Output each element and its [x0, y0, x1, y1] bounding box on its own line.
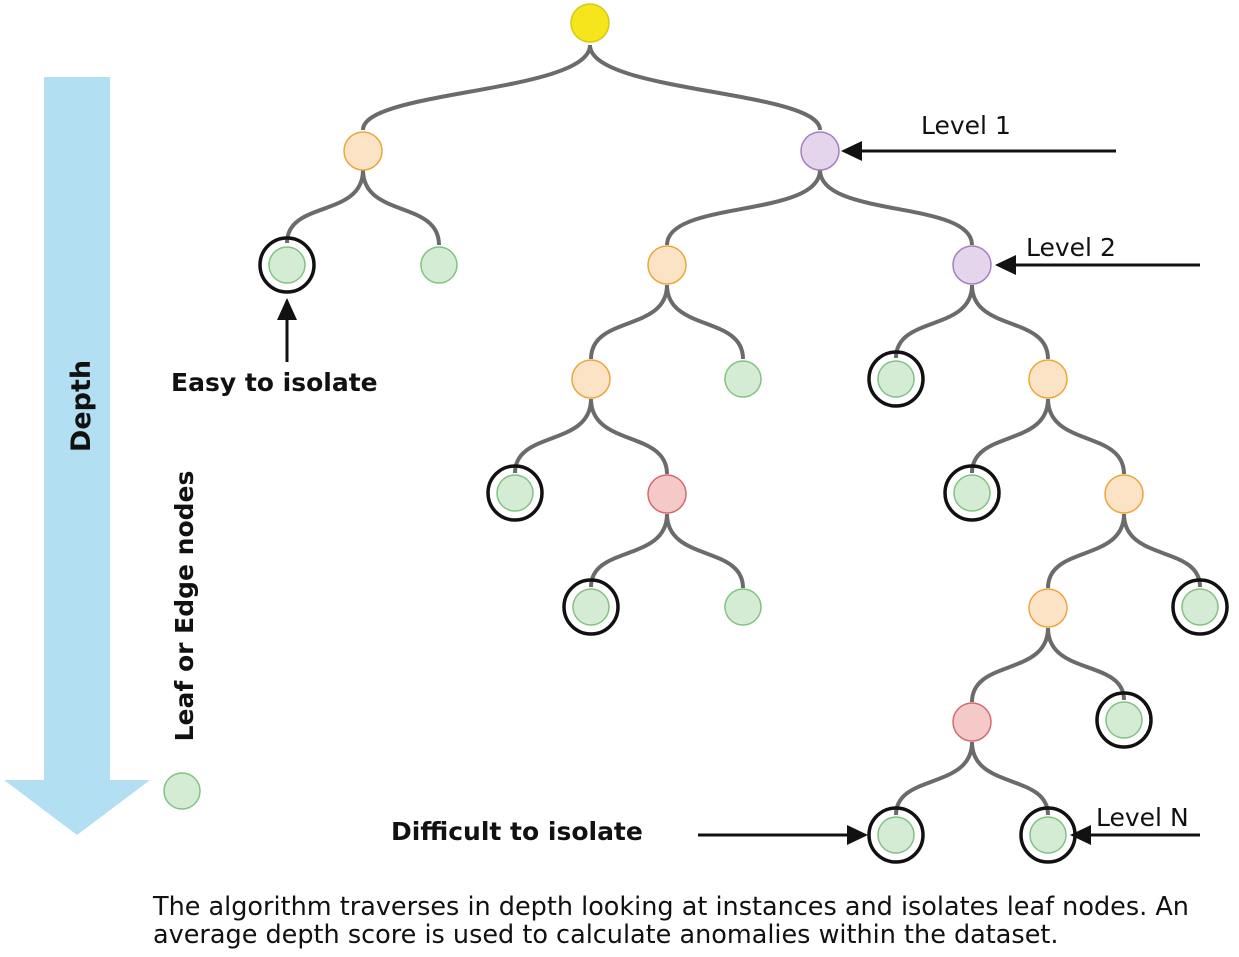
isolated-leaf-ring: [258, 236, 316, 294]
isolated-leaf-ring: [943, 464, 1001, 522]
leaf-node: [1029, 816, 1067, 854]
leaf-node: [268, 246, 306, 284]
level-2-annotation: Level 2: [995, 233, 1200, 275]
level-2-node: [952, 245, 992, 285]
tree-edge: [588, 44, 822, 131]
difficult-annotation: Difficult to isolate: [391, 817, 868, 846]
leaf-node: [572, 588, 610, 626]
arrowhead-icon: [847, 825, 868, 845]
leaf-node: [1105, 701, 1143, 739]
leaf-legend: Leaf or Edge nodes: [163, 471, 201, 810]
tree-edge: [589, 513, 669, 588]
tree-edge: [1046, 627, 1126, 701]
tree-edge: [970, 398, 1050, 474]
isolated-leaf-ring: [867, 806, 925, 864]
split-node: [647, 245, 687, 285]
tree-edge: [1046, 513, 1126, 589]
tree-edge: [665, 513, 745, 589]
level-2-label: Level 2: [1026, 233, 1116, 262]
leaf-legend-node-icon: [163, 772, 201, 810]
anomaly-split-node: [952, 702, 992, 742]
arrowhead-icon: [995, 255, 1016, 275]
easy-label: Easy to isolate: [171, 368, 378, 397]
tree-edge: [589, 284, 669, 360]
isolated-leaf-ring: [867, 350, 925, 408]
isolated-leaf-ring: [486, 464, 544, 522]
split-node: [1104, 474, 1144, 514]
tree-edge: [894, 284, 974, 359]
depth-label: Depth: [66, 360, 97, 452]
tree-edge: [285, 169, 365, 244]
leaf-node: [420, 246, 458, 284]
tree-edge: [589, 398, 669, 475]
split-node: [1028, 588, 1068, 628]
tree-edge: [361, 44, 592, 131]
tree-edge: [665, 169, 822, 246]
leaf-node: [1181, 588, 1219, 626]
arrowhead-icon: [277, 298, 297, 320]
leaf-node: [724, 588, 762, 626]
tree-edge: [665, 284, 745, 360]
tree-edge: [894, 741, 974, 816]
level-1-node: [800, 131, 840, 171]
level-n-annotation: Level N: [1070, 803, 1200, 845]
figure-caption: The algorithm traverses in depth looking…: [153, 892, 1189, 950]
tree-edges: [285, 44, 1202, 816]
leaf-legend-label: Leaf or Edge nodes: [170, 471, 199, 742]
split-node: [1028, 359, 1068, 399]
tree-nodes: [258, 3, 1229, 864]
tree-edge: [970, 741, 1050, 816]
leaf-node: [724, 360, 762, 398]
isolated-leaf-ring: [562, 578, 620, 636]
level-1-label: Level 1: [921, 111, 1011, 140]
split-node: [571, 359, 611, 399]
tree-edge: [1046, 398, 1126, 475]
split-node: [343, 131, 383, 171]
leaf-node: [877, 360, 915, 398]
leaf-node: [877, 816, 915, 854]
level-n-label: Level N: [1096, 803, 1189, 832]
easy-annotation: Easy to isolate: [171, 298, 378, 397]
depth-arrow: Depth: [4, 77, 150, 835]
arrowhead-icon: [1070, 825, 1091, 845]
tree-edge: [818, 169, 974, 246]
tree-edge: [1122, 513, 1202, 588]
depth-arrow-shaft: [44, 77, 110, 782]
leaf-node: [496, 474, 534, 512]
difficult-label: Difficult to isolate: [391, 817, 643, 846]
leaf-node: [953, 474, 991, 512]
tree-edge: [970, 627, 1050, 703]
anomaly-split-node: [647, 474, 687, 514]
arrowhead-icon: [841, 141, 862, 161]
root-node: [570, 3, 610, 43]
level-1-annotation: Level 1: [841, 111, 1116, 161]
tree-edge: [513, 398, 593, 474]
isolated-leaf-ring: [1095, 691, 1153, 749]
tree-edge: [361, 169, 441, 246]
tree-edge: [970, 284, 1050, 360]
depth-arrow-head: [4, 780, 150, 835]
isolated-leaf-ring: [1171, 578, 1229, 636]
